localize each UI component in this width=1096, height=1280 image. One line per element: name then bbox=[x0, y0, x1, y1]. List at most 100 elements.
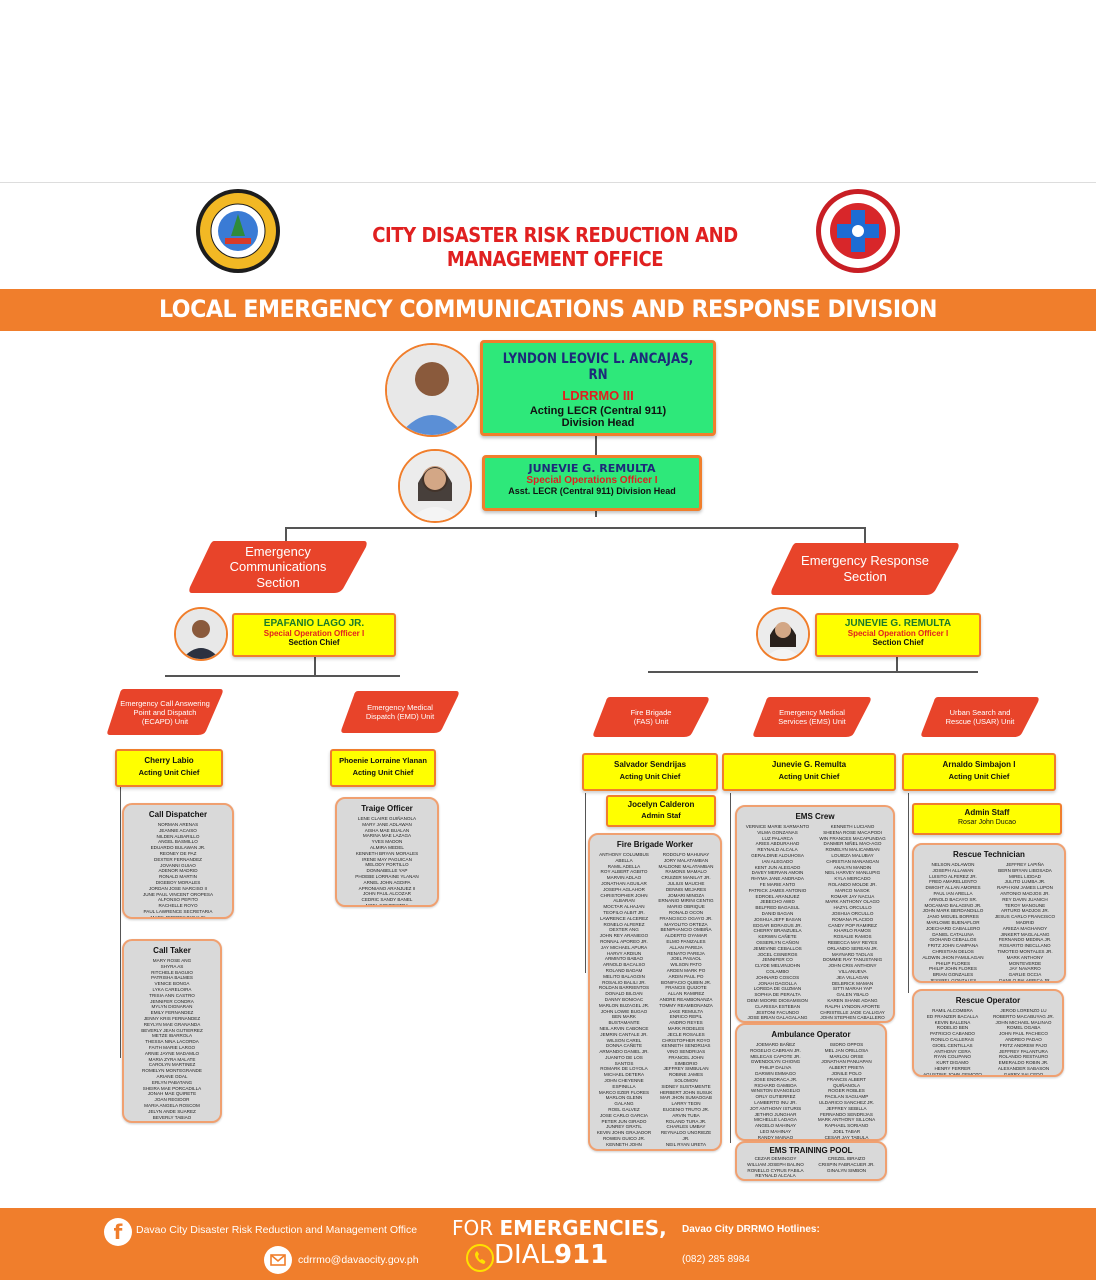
person-name: JEFFREY PALANTURA bbox=[999, 1048, 1048, 1054]
person-name: ARNIE JAYNE MADAMLO bbox=[144, 1050, 200, 1056]
person-name: EUGENIO TRUTO JR. bbox=[662, 1107, 710, 1113]
person-name: JOHNARD COSCOS bbox=[755, 974, 800, 980]
connector-line bbox=[730, 793, 731, 1143]
person-name: MARCO NASOK bbox=[835, 887, 870, 893]
person-name: ERLYN PABATANG bbox=[151, 1079, 193, 1085]
person-name: RAMIL ALCOMBRA bbox=[932, 1008, 973, 1013]
person-name: RAMONS MAMALO bbox=[665, 869, 707, 875]
person-name: MARY JANE ADLAWAN bbox=[362, 821, 412, 827]
person-name: ANGELO MAHINAY bbox=[754, 1123, 796, 1129]
person-name: PAUL IAN ARELLA bbox=[933, 890, 973, 896]
person-name: WILSON PATO bbox=[670, 962, 702, 968]
person-name: RICHARD GAMBOA bbox=[754, 1082, 797, 1088]
person-name: JOECHARD CABALLERO bbox=[925, 925, 981, 931]
person-name: VILMA GONZANAS bbox=[757, 829, 798, 835]
usar-chief-role: Acting Unit Chief bbox=[948, 772, 1010, 781]
person-name: PHILIP FLORES bbox=[935, 960, 971, 966]
section-title-ers: Emergency Response Section bbox=[801, 553, 929, 584]
person-name: PAUL LAWRENCE SECRETARIA bbox=[143, 908, 213, 914]
person-name: RONELO ALFEREZ bbox=[603, 921, 645, 927]
ems-crew-title: EMS Crew bbox=[795, 812, 835, 821]
person-name: EDROEL ARANJUEZ bbox=[755, 893, 800, 899]
person-name: ENRICO REPIL bbox=[669, 1014, 703, 1020]
person-name: JOT ANTHONY ISTURIS bbox=[749, 1105, 802, 1111]
person-name: PACILAN SAGUAMP bbox=[824, 1094, 869, 1100]
person-name: KENNETH LUCIANO bbox=[830, 824, 875, 829]
unit-bubble-ecapd: Emergency Call Answering Point and Dispa… bbox=[106, 689, 224, 735]
email-label[interactable]: cdrrmo@davaocity.gov.ph bbox=[298, 1254, 419, 1266]
person-name: EDUARDO BULAWAN JR. bbox=[150, 845, 206, 851]
person-name: CHRISTIAN MANANGAN bbox=[826, 858, 879, 864]
hotline-number[interactable]: (082) 285 8984 bbox=[682, 1254, 750, 1265]
email-icon[interactable] bbox=[264, 1246, 292, 1274]
person-name: ROMELYN MALICAMBAN bbox=[825, 847, 880, 853]
section-bubble-ers: Emergency Response Section bbox=[770, 543, 960, 595]
person-name: SOPHIA DE PERALTA bbox=[754, 992, 801, 998]
person-name: ANDRO REYES bbox=[669, 1020, 703, 1026]
person-name: NELSON ADLAWON bbox=[931, 862, 975, 867]
person-name: DANIEL VALENCIA bbox=[665, 1147, 707, 1151]
person-name: JOEL PASAOL bbox=[670, 956, 702, 962]
unit-title-ems: Emergency Medical Services (EMS) Unit bbox=[778, 708, 846, 726]
person-name: WILSON CAREL bbox=[606, 1037, 642, 1043]
person-name: EMILY FERNANDEZ bbox=[150, 1010, 194, 1016]
person-name: SITTI MARAH YAP bbox=[832, 986, 873, 992]
person-name: JOSHUA ORCULLO bbox=[831, 910, 874, 916]
person-name: ANGEL BASMILLO bbox=[158, 839, 198, 845]
person-name: AGUSTINE JOHN GEMOTO bbox=[923, 1071, 982, 1077]
person-name: DONNA CAÑETE bbox=[605, 1043, 643, 1049]
asst-role: Asst. LECR (Central 911) Division Head bbox=[508, 486, 676, 496]
person-name: GALEN YBALO bbox=[836, 992, 869, 998]
ecs-chief-role: Section Chief bbox=[288, 638, 340, 647]
person-name: JECLE ROSALES bbox=[667, 1031, 705, 1037]
person-name: ORLANDO SEREAN JR. bbox=[826, 945, 879, 951]
person-name: PATRISHA BALMES bbox=[151, 975, 193, 981]
person-name: YVES MADON bbox=[371, 839, 403, 845]
person-name: FRANCIS ALBERT QUIÑANOLA bbox=[827, 1076, 866, 1088]
person-name: MELODY PORTILLO bbox=[365, 862, 409, 868]
person-name: KENT JUN ALEGADO bbox=[754, 864, 801, 870]
facebook-label[interactable]: Davao City Disaster Risk Reduction and M… bbox=[136, 1224, 418, 1236]
person-name: RODOLFO MAHUNAY bbox=[662, 852, 710, 857]
person-name: ROLAND BADAM bbox=[605, 967, 643, 973]
head-box: LYNDON LEOVIC L. ANCAJAS, RN LDRRMO III … bbox=[480, 340, 716, 436]
person-name: LAWRENCE ALCEREZ bbox=[599, 915, 649, 921]
person-name: JOAN REGIDOR bbox=[154, 1097, 190, 1103]
person-name: JEROD LORENZO LU bbox=[1000, 1008, 1047, 1013]
person-name: ALMIRA MEDEL bbox=[370, 844, 404, 850]
person-name: ELMO PANIZALES bbox=[666, 938, 706, 944]
person-name: EMERALDO ROBIN JR. bbox=[998, 1060, 1049, 1066]
person-name: NORMAN ARENAS bbox=[157, 822, 199, 827]
section-title-ecs: Emergency Communications Section bbox=[229, 543, 327, 590]
person-name: RONALD MARTIN bbox=[159, 874, 197, 880]
unit-title-fas: Fire Brigade (FAS) Unit bbox=[630, 708, 672, 726]
ecapd-chief-name: Cherry Labio bbox=[144, 756, 194, 765]
person-name: VINO SENDRIJAS bbox=[666, 1049, 706, 1055]
person-name: ROEL GALVEZ bbox=[608, 1107, 640, 1113]
person-name: DWIGHT ALLAN AMORES bbox=[925, 885, 981, 891]
person-name: LOUIEZA MALUBAY bbox=[831, 852, 874, 858]
person-name: DANNY BONIOAC bbox=[604, 996, 644, 1002]
person-name: VENICE BONGA bbox=[154, 981, 190, 987]
person-name: DANILO PALABRICA JR. bbox=[999, 977, 1051, 983]
footer-band: f Davao City Disaster Risk Reduction and… bbox=[0, 1208, 1096, 1280]
person-name: ROGER ROBLES bbox=[828, 1088, 865, 1094]
person-name: GIOHAND CEBALLOS bbox=[929, 937, 977, 943]
facebook-icon[interactable]: f bbox=[104, 1218, 132, 1246]
connector-line bbox=[314, 655, 316, 675]
hotline-label: Davao City DRRMO Hotlines: bbox=[682, 1224, 820, 1235]
person-name: CHRISTELLE JADE CALLIGAY bbox=[820, 1009, 885, 1015]
person-name: JOHN CRIS ANTHONY VILLANUEVA bbox=[828, 963, 877, 974]
ers-chief-position: Special Operation Officer I bbox=[847, 629, 949, 638]
person-name: ALDWIN JHON FAMULAGAN bbox=[922, 954, 984, 960]
emergency-for: FOR bbox=[452, 1216, 500, 1240]
usar-chief-box: Arnaldo Simbajon I Acting Unit Chief bbox=[902, 753, 1056, 791]
person-name: KENNETH BRYAN MORALES bbox=[355, 850, 419, 856]
ecs-chief-position: Special Operation Officer I bbox=[263, 629, 365, 638]
